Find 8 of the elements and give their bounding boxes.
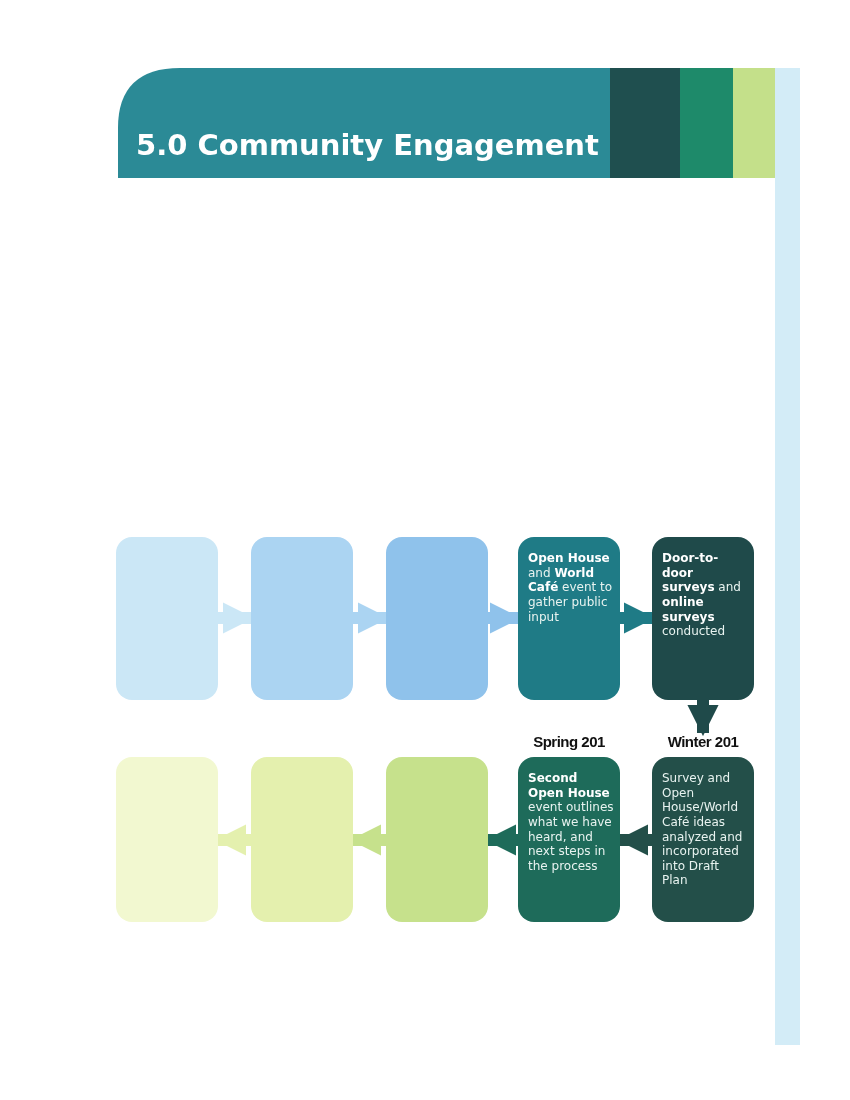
page-title: 5.0 Community Engagement [136, 128, 599, 162]
arrow [687, 700, 719, 737]
step-text: Second Open House event outlines what we have heard, and next steps in the process [528, 771, 614, 874]
step-heading: Winter 201 [666, 733, 740, 750]
step-heading: Spring 201 [532, 733, 606, 750]
step-text: Survey and Open House/World Café ideas analyzed and incorporated into Draft Plan [662, 771, 744, 888]
step-text: Open House and World Café event to gather public input [528, 551, 614, 625]
step-text: Door-to-door surveys and online surveys conducted [662, 551, 742, 639]
